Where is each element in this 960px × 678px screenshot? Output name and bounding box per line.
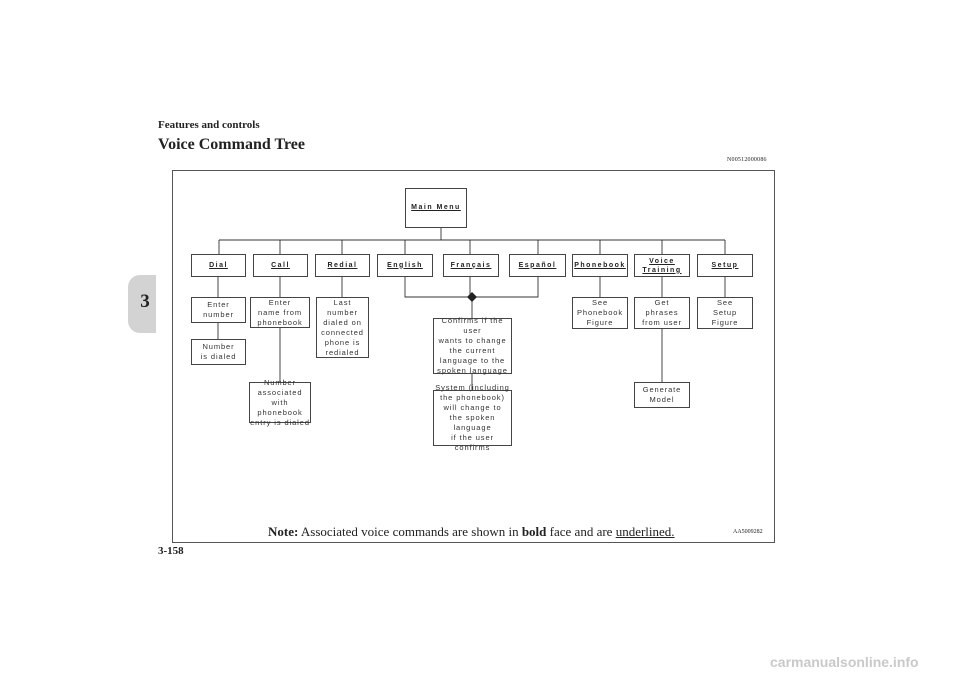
- watermark-link[interactable]: carmanualsonline.info: [770, 654, 919, 670]
- command-setup: Setup: [697, 254, 753, 277]
- command-redial: Redial: [315, 254, 370, 277]
- command-call: Call: [253, 254, 308, 277]
- node-enter-number: Enter number: [191, 297, 246, 323]
- node-get-phrases: Get phrases from user: [634, 297, 690, 329]
- chapter-number: 3: [140, 291, 150, 312]
- node-see-setup: See Setup Figure: [697, 297, 753, 329]
- command-dial: Dial: [191, 254, 246, 277]
- node-number-associated: Number associated with phonebook entry i…: [249, 377, 311, 427]
- note-bold-word: bold: [521, 524, 547, 539]
- node-confirms-language: Confirms if the user wants to change the…: [433, 316, 512, 375]
- section-label: Features and controls: [158, 119, 260, 131]
- diagram-note: Note: Associated voice commands are show…: [268, 524, 675, 540]
- node-enter-name: Enter name from phonebook: [250, 297, 310, 328]
- page-number: 3-158: [158, 545, 184, 557]
- command-voice-training: Voice Training: [634, 254, 690, 277]
- node-see-phonebook: See Phonebook Figure: [572, 297, 628, 329]
- node-system-change: System (including the phonebook) will ch…: [433, 383, 512, 452]
- command-english: English: [377, 254, 433, 277]
- note-label: Note:: [268, 524, 299, 539]
- node-generate-model: Generate Model: [634, 382, 690, 408]
- node-last-number: Last number dialed on connected phone is…: [316, 297, 369, 358]
- diagram-frame: [172, 170, 775, 543]
- command-phonebook: Phonebook: [572, 254, 628, 277]
- note-text-1: Associated voice commands are shown in: [300, 524, 519, 539]
- chapter-tab: [128, 275, 156, 333]
- page-title: Voice Command Tree: [158, 136, 305, 153]
- main-menu-node: Main Menu: [405, 188, 467, 228]
- document-code: N00512000086: [727, 157, 767, 163]
- command-espanol: Español: [509, 254, 566, 277]
- node-number-dialed: Number is dialed: [191, 339, 246, 365]
- artwork-code: AA5009282: [733, 529, 763, 535]
- note-underlined-word: underlined.: [615, 524, 675, 539]
- command-francais: Français: [443, 254, 499, 277]
- note-text-2: face and are: [549, 524, 613, 539]
